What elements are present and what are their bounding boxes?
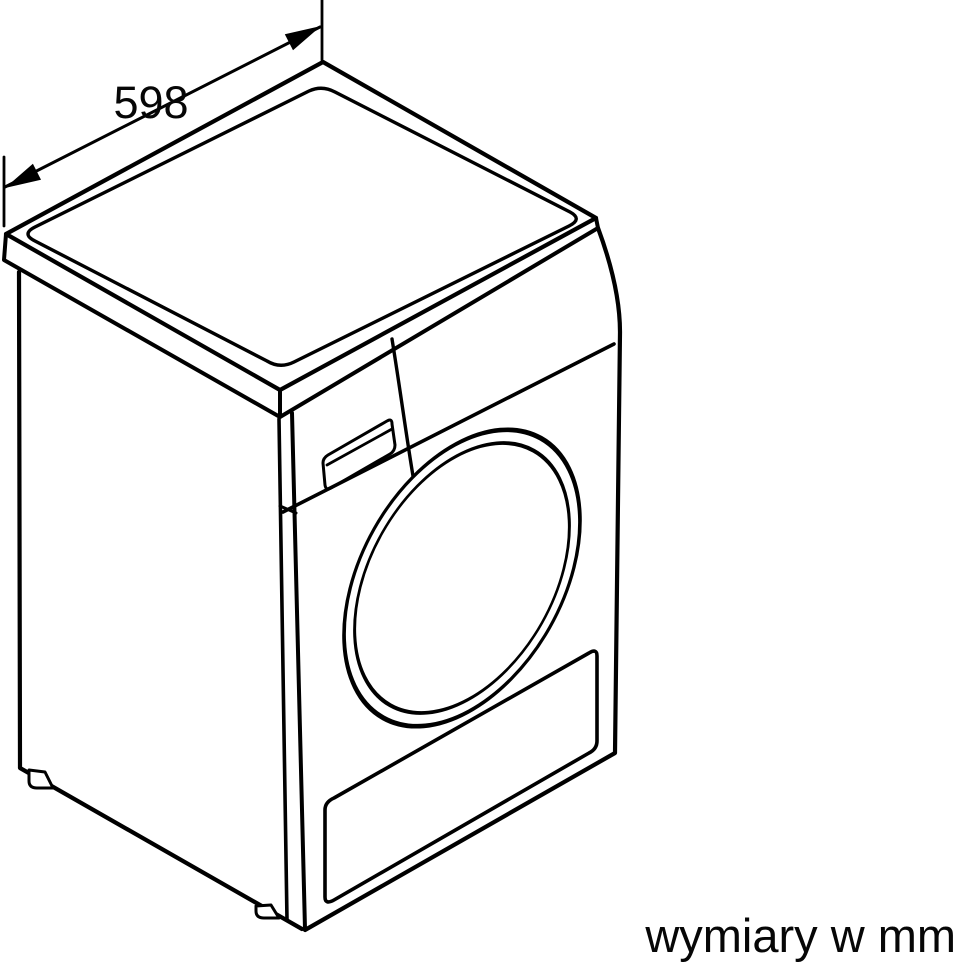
door-outer-ring xyxy=(342,427,582,729)
control-panel-left-cap xyxy=(278,504,298,515)
arrowhead-right-icon xyxy=(284,26,321,51)
front-left-corner-line-b xyxy=(290,411,307,931)
door xyxy=(342,427,582,729)
top-plate-inner-outline xyxy=(26,86,578,367)
control-panel-divider xyxy=(390,337,415,478)
display-window xyxy=(321,418,397,491)
foot-front xyxy=(254,903,281,920)
units-caption: wymiary w mm xyxy=(644,909,956,962)
control-panel xyxy=(278,337,616,515)
dimension-label: 598 xyxy=(113,77,188,128)
door-inner-ring xyxy=(353,441,571,715)
left-side-panel-edge xyxy=(16,269,305,932)
top-plate-outline xyxy=(3,59,599,393)
front-left-corner-line-a xyxy=(277,417,289,922)
display-window-inner-line xyxy=(325,427,394,467)
service-flap xyxy=(323,649,599,904)
appliance-body xyxy=(2,59,623,933)
dimension-598: 598 xyxy=(2,0,324,228)
dimension-line xyxy=(3,25,322,189)
arrowhead-left-icon xyxy=(5,163,41,188)
foot-left xyxy=(27,768,55,790)
cabinet-right-and-bottom-edge xyxy=(302,225,623,933)
top-plate-thickness xyxy=(2,216,600,419)
